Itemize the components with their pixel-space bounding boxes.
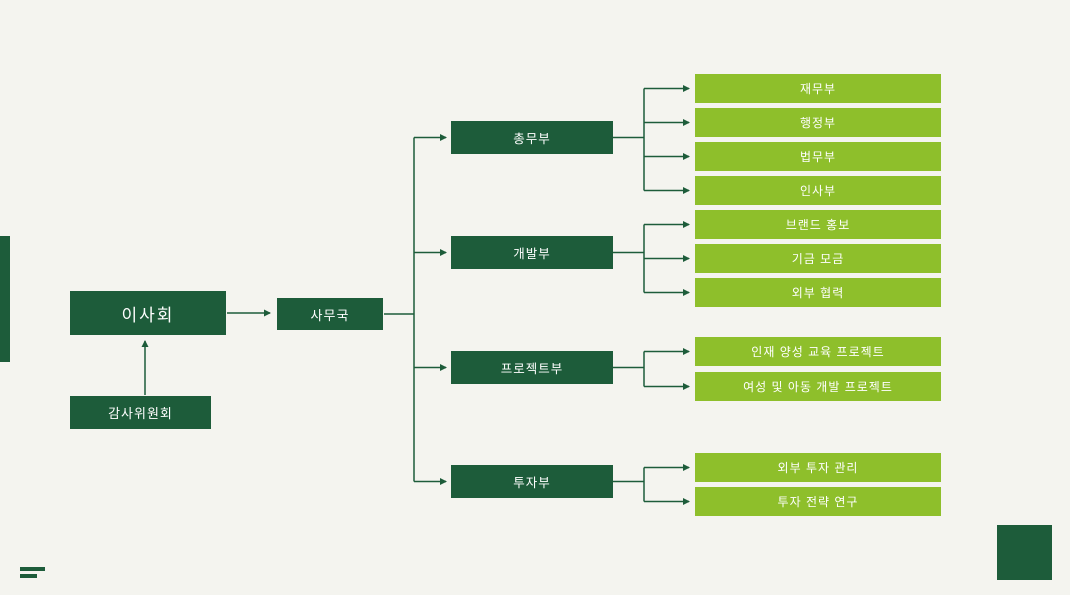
node-dept-general-affairs: 총무부 bbox=[451, 121, 613, 154]
node-secretariat: 사무국 bbox=[277, 298, 383, 330]
node-child-external-investment: 외부 투자 관리 bbox=[695, 453, 941, 482]
dash-line-top bbox=[20, 567, 45, 571]
node-child-women-children-project: 여성 및 아동 개발 프로젝트 bbox=[695, 372, 941, 401]
left-accent-bar bbox=[0, 236, 10, 362]
node-dept-project: 프로젝트부 bbox=[451, 351, 613, 384]
node-child-investment-strategy: 투자 전략 연구 bbox=[695, 487, 941, 516]
dashes-icon bbox=[20, 567, 46, 579]
node-dept-investment: 투자부 bbox=[451, 465, 613, 498]
node-audit-committee: 감사위원회 bbox=[70, 396, 211, 429]
node-child-legal: 법무부 bbox=[695, 142, 941, 171]
node-board: 이사회 bbox=[70, 291, 226, 335]
dash-line-bottom bbox=[20, 574, 37, 578]
node-child-hr: 인사부 bbox=[695, 176, 941, 205]
corner-accent-square bbox=[997, 525, 1052, 580]
node-child-finance: 재무부 bbox=[695, 74, 941, 103]
node-child-external-cooperation: 외부 협력 bbox=[695, 278, 941, 307]
node-child-fundraising: 기금 모금 bbox=[695, 244, 941, 273]
node-child-talent-education-project: 인재 양성 교육 프로젝트 bbox=[695, 337, 941, 366]
node-child-administration: 행정부 bbox=[695, 108, 941, 137]
node-dept-development: 개발부 bbox=[451, 236, 613, 269]
node-child-brand-pr: 브랜드 홍보 bbox=[695, 210, 941, 239]
